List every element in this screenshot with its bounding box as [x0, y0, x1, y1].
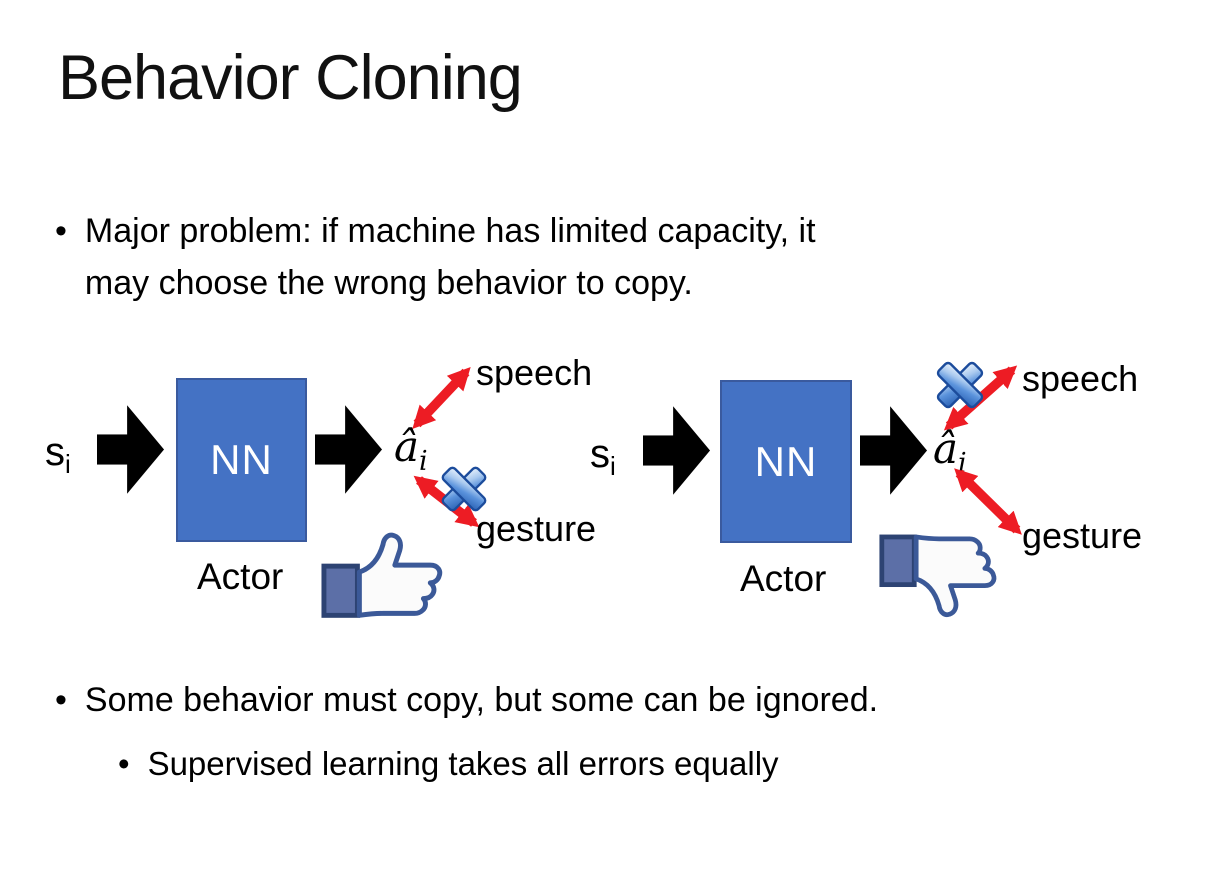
- actor-caption: Actor: [197, 556, 284, 597]
- cross-icon: [936, 361, 984, 409]
- bullet-some-behavior: Some behavior must copy, but some can be…: [55, 674, 878, 726]
- output-flow-arrow-icon: [860, 406, 928, 495]
- cross-icon: [441, 466, 487, 512]
- action-output-label: âi: [933, 424, 967, 479]
- thumbs-up-icon: [321, 532, 443, 618]
- input-flow-arrow-icon: [643, 406, 711, 495]
- bullet-line-1: Major problem: if machine has limited ca…: [84, 212, 816, 250]
- bullet-line-2: may choose the wrong behavior to copy.: [84, 264, 693, 302]
- bullet-major-problem: Major problem: if machine has limited ca…: [55, 205, 816, 309]
- bullet-dot: [118, 745, 148, 782]
- thumbs-down-icon: [879, 534, 997, 618]
- state-input-label: si: [45, 430, 71, 479]
- action-output-label: âi: [394, 422, 428, 477]
- branch-label-speech: speech: [1022, 358, 1139, 399]
- branch-label-gesture: gesture: [476, 508, 597, 549]
- nn-box-label: NN: [754, 437, 818, 485]
- bullet-dot: [55, 212, 85, 250]
- state-input-label: si: [590, 432, 616, 481]
- actor-caption: Actor: [740, 558, 827, 599]
- gesture-branch-arrow-icon: [954, 468, 1022, 535]
- sub-bullet-supervised: Supervised learning takes all errors equ…: [118, 738, 779, 790]
- branch-label-speech: speech: [476, 352, 593, 393]
- speech-branch-arrow-icon: [412, 367, 471, 429]
- nn-box: NN: [176, 378, 307, 542]
- nn-box-label: NN: [210, 436, 273, 483]
- nn-box: NN: [720, 380, 852, 543]
- page-title: Behavior Cloning: [58, 43, 523, 113]
- input-flow-arrow-icon: [97, 405, 165, 494]
- bullet-dot: [55, 681, 85, 719]
- output-flow-arrow-icon: [315, 405, 383, 494]
- branch-label-gesture: gesture: [1022, 515, 1143, 556]
